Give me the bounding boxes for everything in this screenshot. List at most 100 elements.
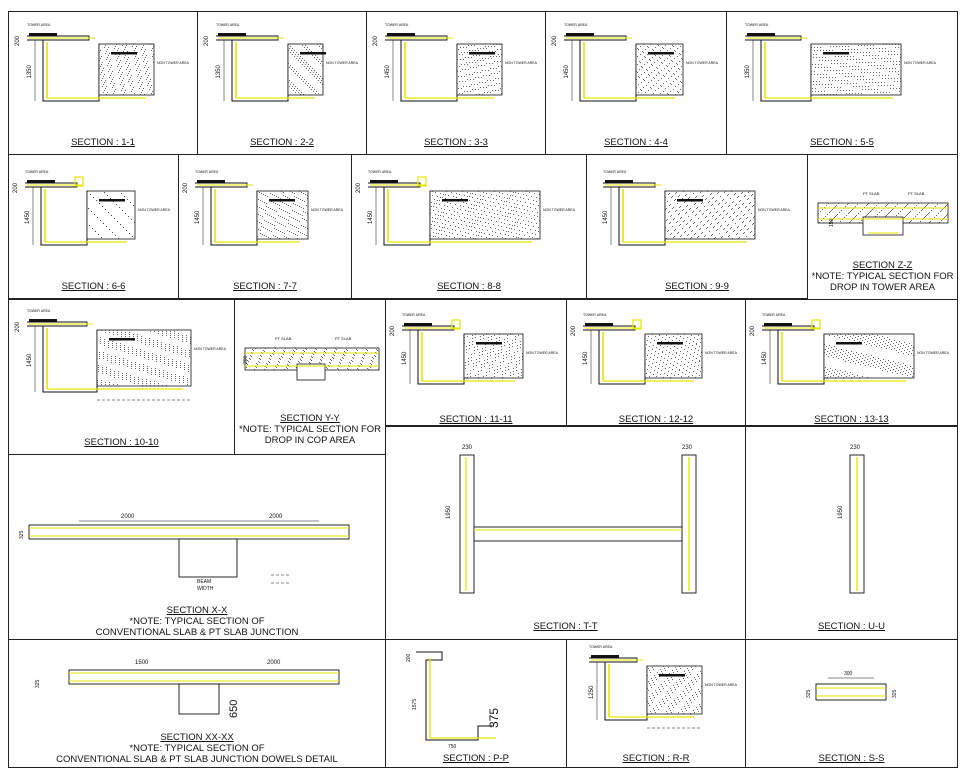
top-dimension: 200 (204, 35, 210, 46)
depth-dimension: 650 (228, 700, 240, 718)
section-caption: SECTION : R-R (567, 753, 745, 764)
depth-dimension: 325 (806, 689, 812, 698)
top-dimension: 200 (571, 325, 577, 336)
annotation-text: TOWER AREA (216, 23, 240, 27)
section-note: CONVENTIONAL SLAB & PT SLAB JUNCTION DOW… (56, 754, 338, 765)
annotation-text: NON TOWER AREA (917, 351, 950, 355)
annotation-text: NON TOWER AREA (157, 61, 190, 65)
section-note: DROP IN TOWER AREA (829, 282, 936, 293)
depth-dimension: 325 (892, 689, 898, 698)
beam-label: WIDTH (197, 586, 214, 592)
depth-dimension: 1350 (745, 64, 751, 78)
annotation-text: NON TOWER AREA (705, 683, 738, 687)
depth-dimension: 1950 (446, 505, 452, 519)
top-dimension: 200 (552, 35, 558, 46)
section-caption: SECTION : 2-2 (198, 137, 366, 148)
annotation-text: TOWER AREA (745, 23, 769, 27)
section-title: SECTION : 3-3 (424, 137, 488, 148)
section-caption: SECTION : 13-13 (746, 414, 957, 425)
depth-dimension: 1450 (762, 351, 768, 365)
depth-dimension: 1450 (603, 210, 609, 224)
section-caption: SECTION : T-T (386, 621, 745, 632)
section-caption: SECTION : 1-1 (9, 137, 197, 148)
top-dimension: 200 (183, 182, 189, 193)
section-title: SECTION XX-XX (160, 732, 234, 743)
section-title: SECTION : 5-5 (810, 137, 874, 148)
section-caption: SECTION : 10-10 (9, 437, 234, 448)
dimension-label: 200 (243, 355, 249, 364)
section-note: CONVENTIONAL SLAB & PT SLAB JUNCTION (95, 627, 299, 638)
depth-dimension: 1450 (583, 351, 589, 365)
section-caption: SECTION : 4-4 (546, 137, 726, 148)
section-title: SECTION : 2-2 (250, 137, 314, 148)
section-caption: SECTION : U-U (746, 621, 957, 632)
annotation-text: NON TOWER AREA (194, 347, 227, 351)
section-title: SECTION : 12-12 (618, 414, 694, 425)
annotation-text: NON TOWER AREA (686, 61, 719, 65)
top-dimension: 230 (850, 445, 861, 451)
annotation-text: TOWER AREA (368, 170, 392, 174)
depth-dimension: 325 (35, 679, 41, 688)
top-dimension: 200 (15, 35, 21, 46)
section-title: SECTION : 13-13 (814, 414, 889, 425)
section-title: SECTION Z-Z (852, 260, 913, 271)
annotation-text: NON TOWER AREA (705, 351, 738, 355)
section-title: SECTION : T-T (533, 621, 598, 632)
section-title: SECTION : 1-1 (71, 137, 135, 148)
depth-dimension: 1450 (402, 351, 408, 365)
annotation-text: TOWER AREA (583, 313, 607, 317)
section-title: SECTION : 10-10 (84, 437, 159, 448)
section-note: *NOTE: TYPICAL SECTION OF (129, 616, 265, 627)
depth-dimension: 1350 (27, 64, 33, 78)
depth-dimension: 325 (19, 530, 25, 539)
section-caption: SECTION : P-P (386, 753, 566, 764)
depth-dimension: 1450 (385, 64, 391, 78)
annotation-text: TOWER AREA (564, 23, 588, 27)
annotation-text: NON TOWER AREA (758, 208, 791, 212)
section-note: *NOTE: TYPICAL SECTION FOR (239, 424, 381, 435)
section-caption: SECTION : 3-3 (367, 137, 545, 148)
top-dimension: 230 (462, 445, 473, 451)
depth-dimension: 1450 (25, 210, 31, 224)
section-note: DROP IN COP AREA (264, 435, 356, 446)
dimension-label: PT SLAB (335, 336, 352, 341)
section-title: SECTION : P-P (443, 753, 509, 764)
section-caption: SECTION : 9-9 (587, 281, 807, 292)
top-dimension: 200 (750, 325, 756, 336)
annotation-text: TOWER AREA (589, 645, 613, 649)
section-caption: SECTION : 12-12 (567, 414, 745, 425)
annotation-text: NON TOWER AREA (311, 208, 344, 212)
depth-dimension: 1450 (27, 353, 33, 367)
annotation-text: NON TOWER AREA (138, 208, 171, 212)
depth-dimension: 1450 (195, 210, 201, 224)
top-dimension: 230 (682, 445, 693, 451)
